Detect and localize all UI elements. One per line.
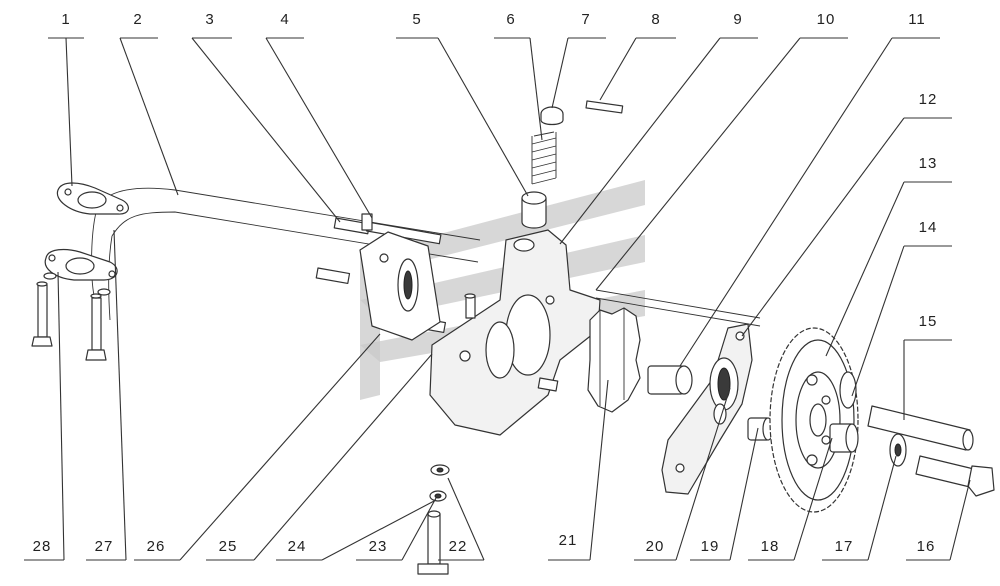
callout-pointer-28 [57,271,65,561]
pipe-gasket [44,248,118,281]
pipe-flange [56,182,129,215]
callout-number-15: 15 [919,313,938,330]
callout-number-3: 3 [205,11,214,28]
callout-number-17: 17 [835,538,854,555]
pin-and-bolt [867,405,995,497]
relief-valve-parts [521,100,624,229]
callout-number-10: 10 [817,11,836,28]
callout-number-5: 5 [412,11,421,28]
callout-number-8: 8 [651,11,660,28]
callout-pointer-11 [679,37,893,367]
callout-number-26: 26 [147,538,166,555]
callout-number-23: 23 [369,538,388,555]
callout-number-28: 28 [33,538,52,555]
callout-pointer-3 [191,37,341,223]
callout-number-6: 6 [506,11,515,28]
drive-shaft [595,289,761,395]
callout-number-16: 16 [917,538,936,555]
callout-pointer-24 [321,499,437,561]
callout-pointer-18 [793,437,833,561]
callout-pointer-21 [589,379,609,561]
flange-bolts [31,272,111,361]
callout-pointer-5 [437,37,529,197]
pump-gears [537,307,641,413]
callout-number-9: 9 [733,11,742,28]
pump-housing [429,229,601,436]
callout-pointer-1 [65,37,73,187]
callout-pointer-23 [401,497,437,561]
callout-number-24: 24 [288,538,307,555]
pump-cover-plate [359,231,441,341]
shaft-bush [747,417,774,441]
callout-number-25: 25 [219,538,238,555]
callout-number-27: 27 [95,538,114,555]
gear-hub [829,371,907,467]
callout-pointer-20 [675,387,731,561]
callout-pointer-16 [949,479,971,561]
callout-pointer-25 [253,353,433,561]
bottom-bolt-set [417,464,450,575]
callout-pointer-7 [551,37,569,109]
callout-leaders [24,37,971,561]
callout-pointer-14 [851,245,905,397]
callout-number-1: 1 [61,11,70,28]
callout-number-14: 14 [919,219,938,236]
callout-pointer-22 [447,477,485,561]
callout-number-11: 11 [908,11,926,28]
callout-pointer-26 [179,333,381,561]
callout-number-2: 2 [133,11,142,28]
callout-number-12: 12 [919,91,938,108]
callout-number-19: 19 [701,538,720,555]
callout-pointer-2 [119,37,179,196]
callout-pointer-9 [559,37,721,245]
callout-number-18: 18 [761,538,780,555]
callout-pointer-6 [529,37,543,141]
callout-pointer-13 [825,181,905,357]
callout-pointer-4 [265,37,373,219]
callout-number-22: 22 [449,538,468,555]
callout-number-13: 13 [919,155,938,172]
callout-number-20: 20 [646,538,665,555]
callout-pointer-12 [741,117,905,337]
callout-number-7: 7 [581,11,590,28]
pump-bracket [661,323,753,495]
callout-pointer-10 [595,37,801,291]
callout-pointer-8 [599,37,637,101]
callout-pointer-19 [729,427,759,561]
callout-pointer-27 [113,229,127,561]
callout-pointer-17 [867,455,897,561]
callout-number-21: 21 [559,532,578,549]
drive-gear [769,327,859,513]
callout-number-4: 4 [280,11,289,28]
